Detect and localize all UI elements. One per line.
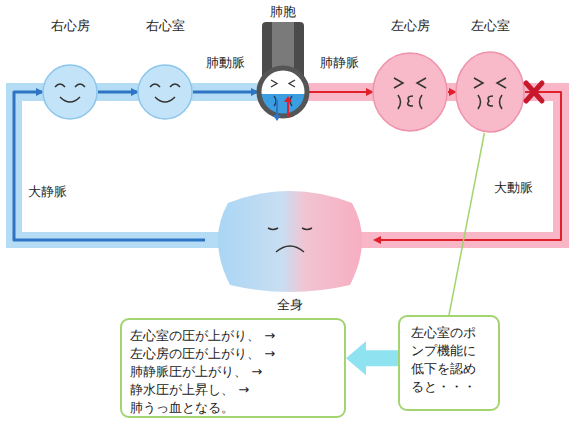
rcircle-shape (137, 64, 193, 120)
vessel-label: 肺動脈 (206, 55, 245, 71)
vessel-label: 肺静脈 (320, 55, 359, 71)
node-heading: 右心室 (107, 18, 223, 34)
exchange-arrow (276, 100, 278, 117)
lblob-shape (372, 52, 448, 132)
exchange-arrow (287, 100, 289, 117)
node-heading: 左心室 (425, 18, 555, 34)
alveolus: 肺胞 (257, 66, 309, 118)
lblob-shape (455, 51, 525, 133)
block-arrow (346, 341, 398, 375)
node-heading: 全身 (175, 297, 405, 313)
vessel-label: 大動脈 (494, 180, 533, 196)
node-heading: 左心房 (342, 18, 478, 34)
left-ventricle: 左心室 (455, 51, 525, 133)
node-heading: 肺胞 (227, 4, 339, 20)
right-ventricle: 右心室 (137, 64, 193, 120)
right-atrium: 右心房 (42, 64, 98, 120)
node-heading: 右心房 (12, 18, 128, 34)
box-text: 左心室のポ ンプ機能に 低下を認め ると・・・ (411, 324, 485, 396)
flow-arrow (309, 91, 372, 93)
result-box: 左心室の圧が上がり、 →左心房の圧が上がり、 →肺静脈圧が上がり、 →静水圧が上… (120, 318, 346, 418)
exchange-arrow (284, 96, 292, 102)
block-cross (526, 83, 542, 101)
callout-box: 左心室のポ ンプ機能に 低下を認め ると・・・ (398, 315, 500, 411)
flow-arrow (448, 91, 455, 93)
whole-body: 全身 (205, 185, 375, 295)
body-shape (205, 185, 375, 295)
leader-line (449, 133, 484, 315)
exchange-arrow (273, 115, 281, 121)
alveolus-shape (257, 66, 309, 118)
vessel-label: 大静脈 (28, 184, 67, 200)
left-atrium: 左心房 (372, 52, 448, 132)
box-text: 左心室の圧が上がり、 →左心房の圧が上がり、 →肺静脈圧が上がり、 →静水圧が上… (130, 327, 310, 417)
rcircle-shape (42, 64, 98, 120)
flow-arrow (98, 91, 137, 94)
flow-arrow (193, 91, 257, 94)
